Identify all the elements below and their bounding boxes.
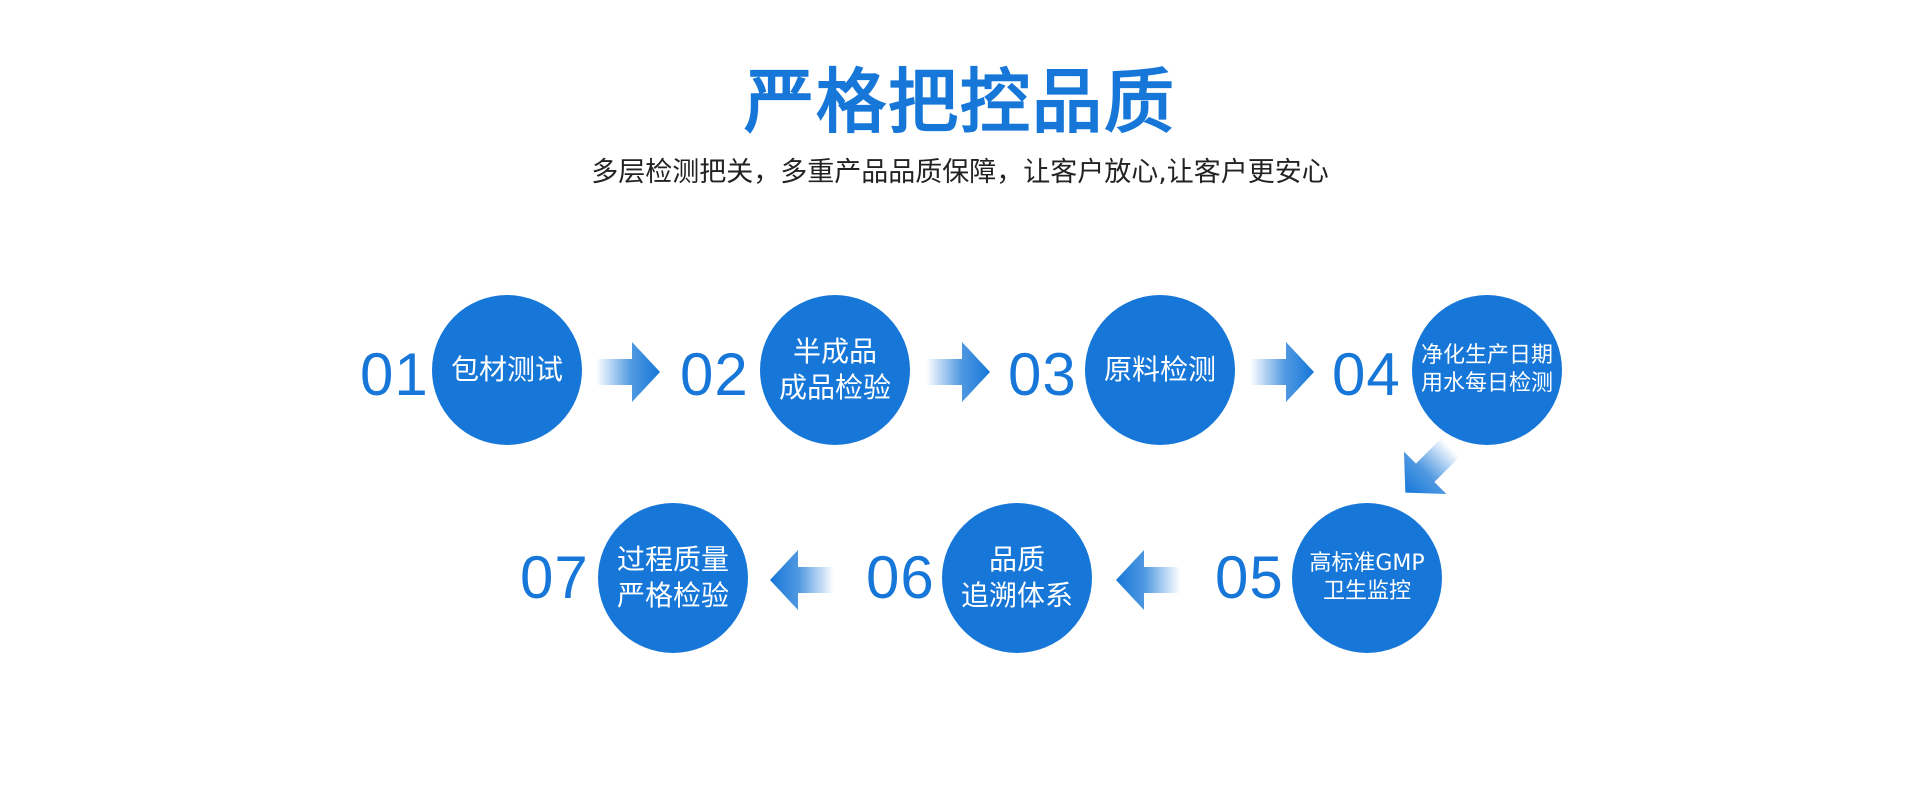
step-number-03: 03 [1008, 341, 1077, 408]
page-subtitle: 多层检测把关，多重产品品质保障，让客户放心,让客户更安心 [591, 157, 1329, 188]
step-circle-03: 原料检测 [1085, 295, 1235, 445]
step-circle-07: 过程质量 严格检验 [598, 503, 748, 653]
step-label-04-line2: 用水每日检测 [1420, 371, 1553, 396]
step-number-07: 07 [520, 544, 589, 611]
step-label-02-line1: 半成品 [792, 335, 877, 368]
step-label-03: 原料检测 [1104, 352, 1216, 388]
step-label-04: 净化生产日期 用水每日检测 [1421, 342, 1553, 398]
step-label-05-line2: 卫生监控 [1322, 579, 1411, 604]
step-circle-02: 半成品 成品检验 [760, 295, 910, 445]
step-label-01-line1: 包材测试 [450, 353, 563, 386]
step-label-05-line1: 高标准GMP [1309, 551, 1425, 576]
step-label-06: 品质 追溯体系 [961, 542, 1073, 614]
step-circle-01: 包材测试 [432, 295, 582, 445]
step-label-04-line1: 净化生产日期 [1420, 343, 1553, 368]
step-label-06-line1: 品质 [988, 543, 1045, 576]
step-number-04: 04 [1332, 341, 1401, 408]
step-number-05: 05 [1215, 544, 1284, 611]
step-circle-05: 高标准GMP 卫生监控 [1292, 503, 1442, 653]
step-number-01: 01 [360, 341, 429, 408]
step-circle-04: 净化生产日期 用水每日检测 [1412, 295, 1562, 445]
step-circle-06: 品质 追溯体系 [942, 503, 1092, 653]
step-label-07-line1: 过程质量 [616, 543, 729, 576]
step-label-02-line2: 成品检验 [778, 371, 891, 404]
page-title: 严格把控品质 [744, 61, 1176, 143]
step-label-05: 高标准GMP 卫生监控 [1309, 550, 1424, 606]
step-label-03-line1: 原料检测 [1103, 353, 1216, 386]
arrow-right-icon [926, 342, 990, 402]
arrow-right-icon [596, 342, 660, 402]
step-number-06: 06 [866, 544, 935, 611]
step-label-06-line2: 追溯体系 [960, 579, 1073, 612]
arrow-down-left-icon [1384, 426, 1472, 514]
step-label-07-line2: 严格检验 [616, 579, 729, 612]
arrow-right-icon [1250, 342, 1314, 402]
arrow-left-icon [1116, 550, 1180, 610]
step-label-02: 半成品 成品检验 [779, 334, 891, 406]
step-number-02: 02 [680, 341, 749, 408]
arrow-left-icon [770, 550, 834, 610]
step-label-01: 包材测试 [451, 352, 563, 388]
step-label-07: 过程质量 严格检验 [617, 542, 729, 614]
